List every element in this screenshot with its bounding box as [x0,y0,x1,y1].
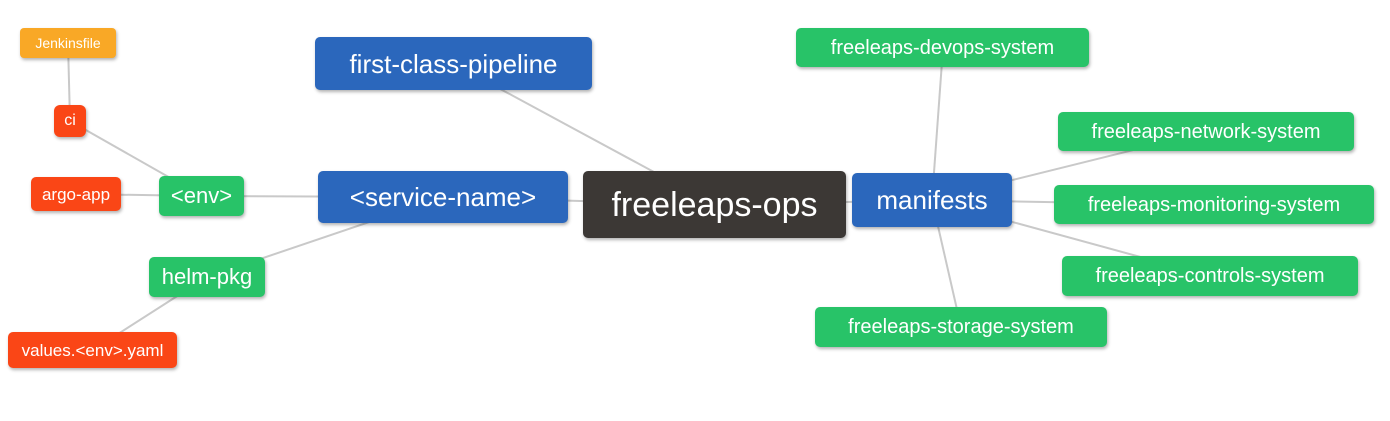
node-manifests[interactable]: manifests [852,173,1012,227]
node-freeleaps-devops-system[interactable]: freeleaps-devops-system [796,28,1089,67]
node-ci[interactable]: ci [54,105,86,137]
node-freeleaps-network-system[interactable]: freeleaps-network-system [1058,112,1354,151]
node-freeleaps-storage-system[interactable]: freeleaps-storage-system [815,307,1107,347]
node-jenkinsfile[interactable]: Jenkinsfile [20,28,116,58]
node-freeleaps-monitoring-system[interactable]: freeleaps-monitoring-system [1054,185,1374,224]
node-first-class-pipeline[interactable]: first-class-pipeline [315,37,592,90]
node-service-name[interactable]: <service-name> [318,171,568,223]
node-helm-pkg[interactable]: helm-pkg [149,257,265,297]
node-freeleaps-ops-root[interactable]: freeleaps-ops [583,171,846,238]
node-values-env-yaml[interactable]: values.<env>.yaml [8,332,177,368]
node-env[interactable]: <env> [159,176,244,216]
node-argo-app[interactable]: argo-app [31,177,121,211]
node-freeleaps-controls-system[interactable]: freeleaps-controls-system [1062,256,1358,296]
